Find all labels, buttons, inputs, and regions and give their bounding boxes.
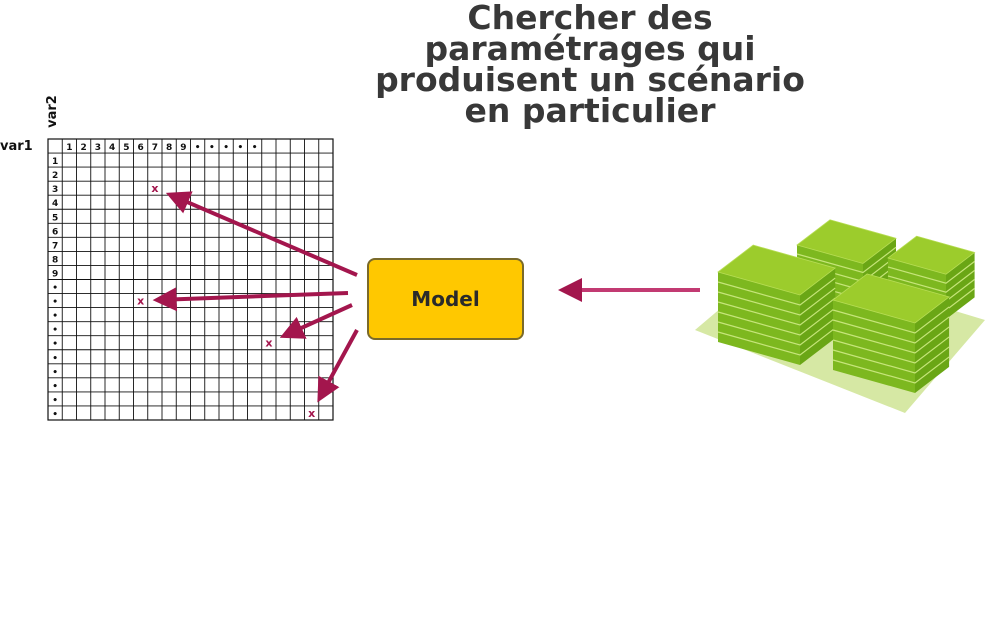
model-to-grid-arrow	[279, 303, 353, 339]
grid-row-header: 1	[52, 157, 58, 167]
grid-row-header: •	[52, 382, 58, 392]
grid-col-header: 7	[152, 143, 158, 153]
building	[717, 244, 837, 365]
grid-row-header: •	[52, 298, 58, 308]
grid-row-header: 4	[52, 199, 58, 209]
grid-marker: x	[308, 407, 315, 420]
grid-row-header: •	[52, 284, 58, 294]
title-line-1: Chercher des	[467, 0, 713, 37]
grid-col-header: 6	[137, 143, 143, 153]
grid-col-header: 2	[80, 143, 86, 153]
grid-col-header: 1	[66, 143, 72, 153]
green-buildings-icon	[695, 219, 985, 413]
grid-row-header: •	[52, 312, 58, 322]
title-line-4: en particulier	[464, 91, 716, 130]
model-to-grid-arrow	[152, 287, 349, 312]
page-title: Chercher des paramétrages qui produisent…	[340, 0, 840, 130]
grid-row-header: 7	[52, 241, 58, 251]
grid-marker: x	[151, 182, 158, 195]
grid-row-header: •	[52, 326, 58, 336]
grid-marker: x	[137, 295, 144, 308]
grid-col-header: •	[237, 143, 243, 153]
grid-row-header: •	[52, 340, 58, 350]
grid-row-header: •	[52, 354, 58, 364]
model-label: Model	[411, 287, 480, 311]
grid-col-header: •	[252, 143, 258, 153]
grid-row-header: 9	[52, 269, 58, 279]
grid-row-header: •	[52, 410, 58, 420]
grid-marker: x	[265, 337, 272, 350]
grid-col-header: 4	[109, 143, 115, 153]
model-box: Model	[367, 258, 524, 340]
grid-col-header: 9	[180, 143, 186, 153]
var1-axis-label: var1	[0, 139, 33, 154]
grid-col-header: 3	[95, 143, 101, 153]
grid-col-header: •	[195, 143, 201, 153]
grid-row-header: 8	[52, 255, 58, 265]
arrows	[152, 191, 700, 403]
grid-row-header: 2	[52, 171, 58, 181]
grid-row-header: 5	[52, 213, 58, 223]
building	[832, 273, 950, 393]
model-to-grid-arrow	[317, 329, 359, 403]
title-line-3: produisent un scénario	[375, 60, 805, 99]
grid-row-header: 3	[52, 185, 58, 195]
grid-col-header: 8	[166, 143, 172, 153]
grid-col-header: 5	[123, 143, 129, 153]
grid-row-header: 6	[52, 227, 58, 237]
grid-row-header: •	[52, 396, 58, 406]
model-to-grid-arrow	[165, 191, 358, 277]
grid-col-header: •	[209, 143, 215, 153]
grid-row-header: •	[52, 368, 58, 378]
grid-col-header: •	[223, 143, 229, 153]
title-line-2: paramétrages qui	[424, 29, 756, 68]
